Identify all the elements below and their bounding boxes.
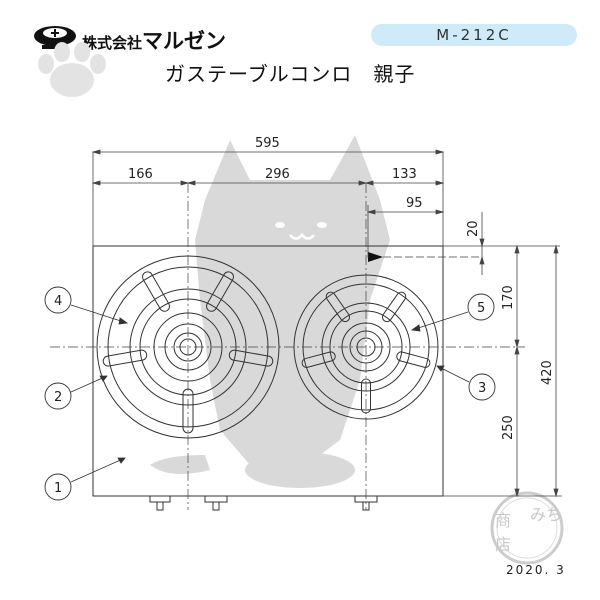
- dim-left-offset: 166: [128, 167, 153, 182]
- small-burner: [293, 274, 439, 420]
- brand-name-large: マルゼン: [142, 29, 227, 53]
- table-body-outline: [92, 245, 444, 497]
- dim-overall-width: 595: [255, 136, 280, 151]
- callout-2: 2: [54, 390, 62, 405]
- callout-4: 4: [54, 294, 62, 309]
- seal-char-2: みち: [530, 505, 562, 524]
- dim-right-offset: 133: [392, 167, 417, 182]
- table-feet: [149, 496, 378, 511]
- product-title: ガステーブルコンロ 親子: [165, 62, 416, 86]
- callout-1: 1: [54, 481, 62, 496]
- dim-front-to-center: 170: [501, 285, 516, 310]
- seal-char-1: 商: [495, 511, 511, 530]
- watermark-paw-icon: [38, 42, 106, 97]
- brand-name-small: 株式会社: [82, 34, 143, 52]
- revision-date: 2020. 3: [506, 563, 566, 577]
- callout-3: 3: [478, 381, 486, 396]
- model-number-badge: M-212C: [371, 24, 577, 46]
- callout-5: 5: [477, 301, 485, 316]
- dim-center-to-back: 250: [501, 415, 516, 440]
- brand-name: 株式会社マルゼン: [82, 25, 226, 55]
- watermark-seal-icon: 商 みち 店: [490, 491, 564, 565]
- dim-inlet-depth: 20: [466, 220, 481, 237]
- gas-inlet-arrow-icon: [368, 252, 480, 262]
- dim-center-spacing: 296: [265, 167, 290, 182]
- seal-char-3: 店: [495, 535, 511, 554]
- watermark-cat-icon: [150, 135, 390, 488]
- large-burner: [96, 255, 280, 439]
- dim-total-depth: 420: [540, 360, 555, 385]
- brand-logo: [32, 24, 78, 50]
- dim-inlet-offset: 95: [406, 196, 423, 211]
